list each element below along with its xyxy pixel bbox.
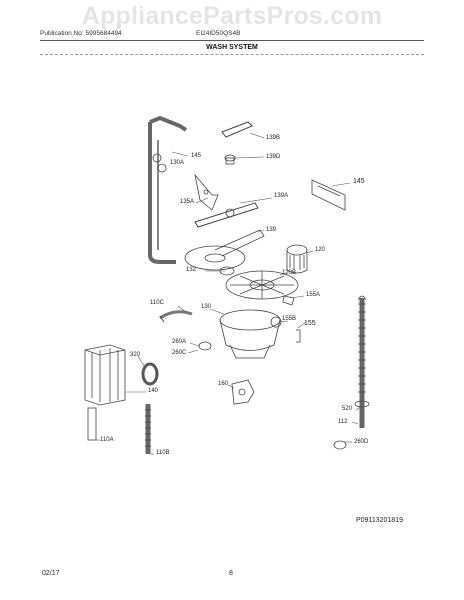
publication-number: Publication No: 5995684494 — [40, 30, 122, 37]
label-110c: 110C — [150, 300, 164, 306]
hose-110b — [145, 404, 151, 454]
label-260a: 260A — [172, 339, 187, 345]
label-135a: 135A — [180, 199, 195, 205]
spray-arm-139a — [194, 202, 259, 228]
leader-lines — [96, 132, 363, 455]
label-139b: 139B — [266, 135, 281, 141]
sump-130 — [219, 309, 281, 359]
pipe-110a — [87, 407, 97, 441]
model-number: EI24ID50QS4B — [196, 30, 241, 37]
spray-arm-139b — [221, 121, 253, 138]
nozzle-139d — [224, 154, 236, 165]
part-145-right — [311, 179, 346, 211]
clamp-260a — [198, 341, 212, 351]
label-160: 160 — [218, 381, 229, 387]
bracket-155 — [296, 329, 301, 343]
label-260d: 260D — [354, 439, 369, 445]
label-260c: 260C — [172, 350, 187, 356]
hose-110c — [159, 310, 193, 323]
label-145-right: 145 — [353, 178, 365, 185]
lower-spray-arm-139 — [184, 229, 265, 271]
label-110a: 110A — [100, 437, 114, 443]
title-rule — [40, 54, 424, 55]
label-155: 155 — [304, 320, 316, 327]
catalog-number: P09113201819 — [356, 517, 403, 524]
label-112: 112 — [338, 419, 348, 425]
label-132: 132 — [186, 267, 197, 273]
label-139d: 139D — [266, 154, 281, 160]
gasket-320 — [141, 362, 159, 386]
part-160 — [231, 379, 255, 405]
revision-date: 02/17 — [42, 570, 60, 577]
clamp-520 — [354, 400, 370, 408]
label-110b: 110B — [156, 450, 170, 456]
clamp-260d — [333, 440, 347, 450]
part-155a — [282, 295, 295, 306]
upper-spray-tube — [148, 115, 188, 264]
label-139a: 139A — [274, 193, 289, 199]
label-120b: 120B — [282, 270, 297, 276]
label-155b: 155B — [282, 316, 297, 322]
part-120 — [286, 244, 308, 274]
label-145: 145 — [191, 153, 202, 159]
label-155a: 155A — [306, 292, 321, 298]
bracket-135a — [194, 173, 219, 211]
label-320: 320 — [130, 352, 141, 358]
section-title: WASH SYSTEM — [206, 44, 258, 51]
page-number: 8 — [229, 570, 233, 577]
label-139: 139 — [266, 227, 277, 233]
label-130a: 130A — [170, 160, 185, 166]
filter-140 — [84, 344, 126, 406]
watermark: AppliancePartsPros.com — [81, 2, 383, 30]
filter-120b — [225, 270, 299, 300]
header-rule — [40, 40, 424, 41]
part-130a — [152, 153, 167, 173]
label-140: 140 — [148, 388, 159, 394]
label-120: 120 — [315, 247, 326, 253]
label-130: 130 — [201, 304, 212, 310]
label-520: 520 — [342, 406, 353, 412]
